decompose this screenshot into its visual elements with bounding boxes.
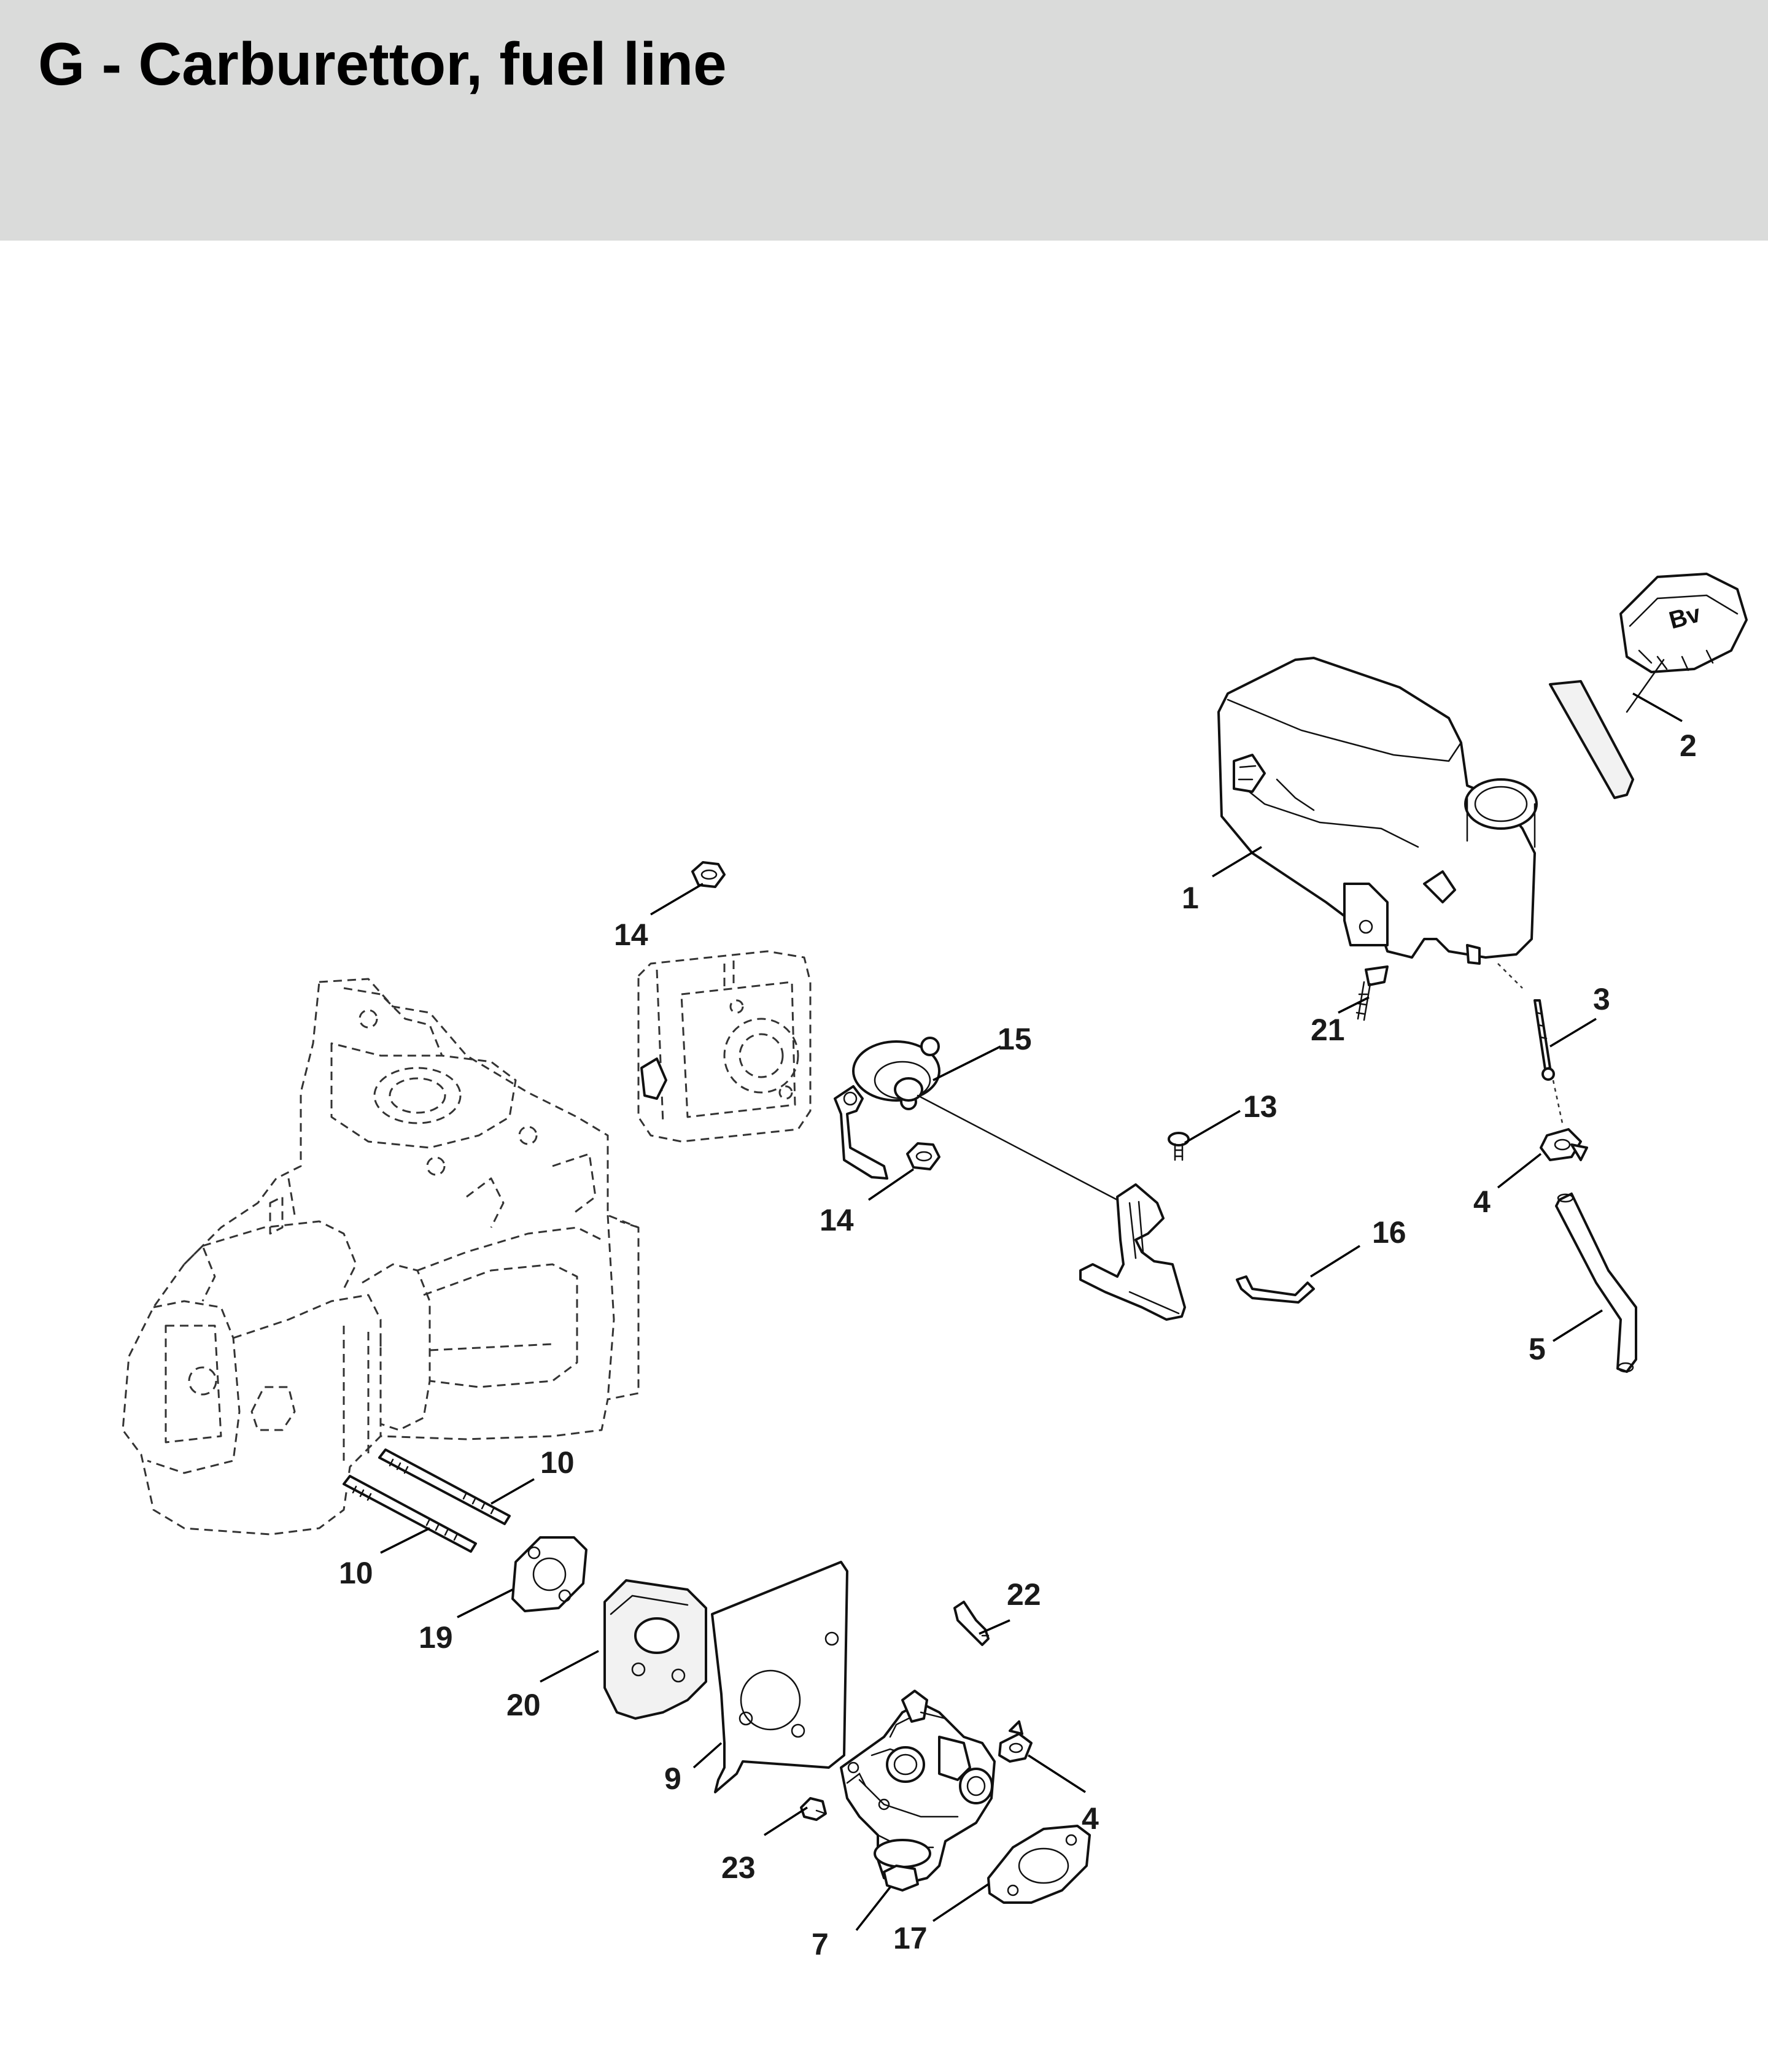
nut-14-upper[interactable] [691, 861, 726, 888]
screw-13[interactable] [1168, 1132, 1190, 1161]
callout-7: 7 [812, 1927, 829, 1962]
air-filter-housing-ghost [637, 950, 812, 1143]
callout-5: 5 [1529, 1332, 1546, 1366]
screw-23[interactable] [800, 1797, 827, 1821]
callout-14: 14 [820, 1203, 854, 1237]
callout-4: 4 [1082, 1801, 1099, 1836]
callout-leaders [380, 692, 1683, 1931]
callout-9: 9 [664, 1761, 681, 1796]
callout-3: 3 [1593, 982, 1610, 1016]
callout-20: 20 [506, 1688, 541, 1722]
callout-10: 10 [540, 1445, 575, 1480]
carburettor[interactable] [840, 1690, 996, 1892]
fuel-fitting[interactable] [1497, 963, 1564, 1124]
callout-19: 19 [419, 1620, 453, 1655]
link-22[interactable] [953, 1601, 990, 1646]
fuel-hose[interactable] [1555, 1193, 1637, 1373]
spacer-20[interactable] [603, 1579, 707, 1720]
fuel-cap[interactable]: Bv [1549, 573, 1748, 799]
heat-shield-plate[interactable] [711, 1561, 848, 1793]
page-title: G - Carburettor, fuel line [38, 30, 727, 98]
gasket-17[interactable] [987, 1825, 1091, 1904]
screw-21[interactable] [1355, 965, 1389, 1021]
callout-labels: 1 2 3 4 4 5 7 9 10 10 13 14 14 15 16 17 … [339, 729, 1697, 1962]
callout-1: 1 [1182, 881, 1199, 915]
fuel-tank[interactable] [1217, 657, 1538, 965]
link-rod[interactable] [1236, 1275, 1315, 1304]
callout-4: 4 [1473, 1185, 1491, 1219]
nut-14-lower[interactable] [906, 1142, 940, 1170]
callout-10: 10 [339, 1556, 373, 1590]
callout-23: 23 [721, 1850, 756, 1885]
callout-13: 13 [1243, 1089, 1278, 1124]
header-bar: G - Carburettor, fuel line [0, 0, 1768, 241]
gasket-19[interactable] [511, 1536, 587, 1612]
callout-15: 15 [998, 1022, 1032, 1056]
engine-block-ghost [122, 978, 640, 1536]
governor-control[interactable] [834, 1037, 1186, 1321]
callout-2: 2 [1680, 729, 1697, 763]
hose-clamp-upper[interactable] [1540, 1128, 1588, 1161]
stud-10-upper[interactable] [378, 1448, 511, 1525]
callout-16: 16 [1372, 1215, 1406, 1250]
callout-22: 22 [1007, 1577, 1041, 1612]
hose-clamp-lower[interactable] [998, 1720, 1033, 1763]
callout-14: 14 [614, 918, 648, 952]
callout-17: 17 [893, 1921, 928, 1955]
callout-21: 21 [1311, 1013, 1345, 1047]
